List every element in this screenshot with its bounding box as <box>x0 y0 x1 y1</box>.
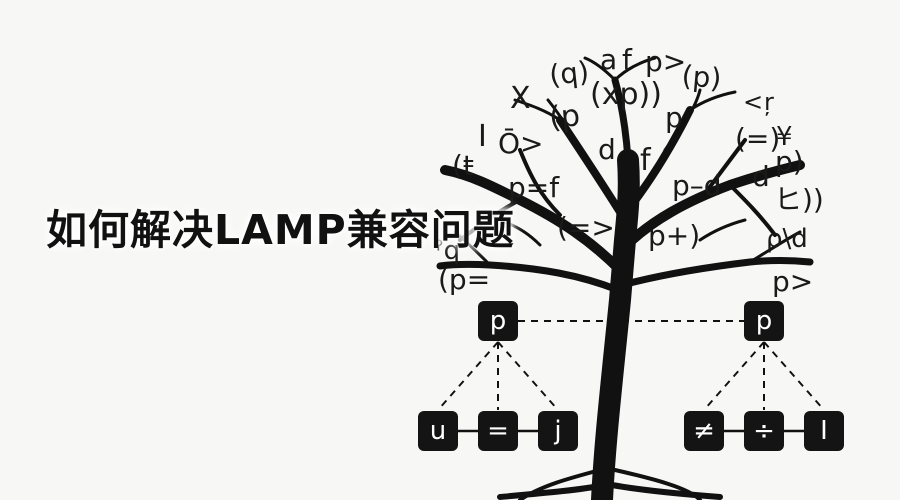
left-child-node: = <box>478 411 518 451</box>
tree-symbol: ρ\d <box>766 224 808 254</box>
tree-symbol: I <box>478 119 487 154</box>
tree-symbol: Ō> <box>498 127 544 160</box>
tree-symbol: ˀq <box>434 236 461 266</box>
right-child-node: ≠ <box>684 411 724 451</box>
tree-symbol: ¥ <box>776 122 793 152</box>
tree-root <box>613 468 702 500</box>
tree-symbol: p> <box>645 45 687 78</box>
page-title: 如何解决LAMP兼容问题 <box>46 206 515 254</box>
dashed-connector <box>437 341 499 411</box>
tree-symbol: < <box>743 88 764 116</box>
tree-symbol: (p= <box>438 263 491 296</box>
tree-symbol: p=f <box>508 171 560 204</box>
tree-symbol: X <box>510 81 531 116</box>
tree-symbol: (q) <box>547 54 591 92</box>
tree-root <box>518 468 602 500</box>
tree-symbol: p <box>665 101 683 134</box>
tree-symbol: p> <box>772 265 814 298</box>
tree-symbol: d <box>598 133 616 166</box>
right-child-node: ÷ <box>744 411 784 451</box>
tree-symbol: (ŧ <box>452 149 474 182</box>
tree-symbol: d <box>752 160 770 193</box>
tree-symbol: (p) <box>680 59 723 96</box>
tree-symbol: p–d <box>672 169 722 202</box>
tree-root <box>497 482 608 500</box>
right-child-node: I <box>804 411 844 451</box>
left-parent-node: p <box>478 301 518 341</box>
tree-symbol: (=> <box>557 211 615 244</box>
tree-symbol: (p <box>547 98 582 136</box>
tree-symbol: ŗ <box>764 88 774 116</box>
dashed-connector <box>763 341 825 411</box>
tree-symbol: f <box>640 143 651 178</box>
left-child-node: j <box>538 411 578 451</box>
left-child-node: u <box>418 411 458 451</box>
tree-branch <box>611 76 632 164</box>
dashed-connector <box>703 341 765 411</box>
tree-symbol: (xp)) <box>590 77 662 112</box>
tree-branch <box>436 260 622 294</box>
right-parent-node: p <box>744 301 784 341</box>
dashed-connector <box>497 341 559 411</box>
tree-branch <box>556 116 629 224</box>
tree-symbol: f <box>622 43 632 76</box>
tree-symbol: p+) <box>648 219 701 252</box>
tree-symbol: p) <box>775 145 804 178</box>
tree-trunk <box>591 149 640 500</box>
tree-root <box>609 482 723 500</box>
tree-symbol: (=) <box>735 122 781 155</box>
tree-branch <box>618 257 814 289</box>
tree-symbol: ヒ)) <box>774 183 824 216</box>
tree-branch <box>617 160 805 255</box>
tree-symbol: a <box>600 43 618 76</box>
